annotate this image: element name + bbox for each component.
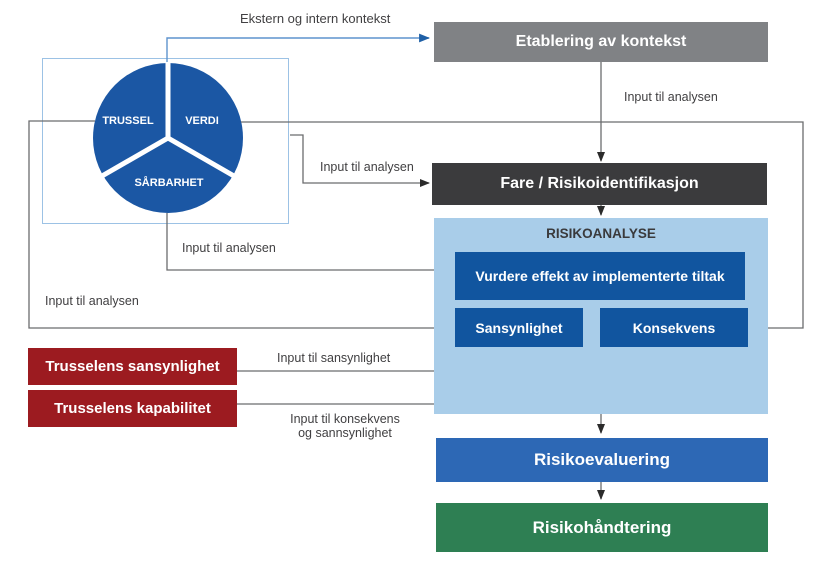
input-til-sansynlighet-label: Input til sansynlighet	[277, 351, 391, 365]
input-til-analysen-label-2: Input til analysen	[320, 160, 414, 174]
trusselens-kapabilitet-box: Trusselens kapabilitet	[28, 390, 237, 427]
trusselens-sansynlighet-box: Trusselens sansynlighet	[28, 348, 237, 385]
etablering-av-kontekst-box: Etablering av kontekst	[434, 22, 768, 62]
vurdere-effekt-box: Vurdere effekt av implementerte tiltak	[455, 252, 745, 300]
input-til-konsekvens-label: Input til konsekvens og sannsynlighet	[272, 412, 418, 441]
pie-frame	[42, 58, 289, 224]
risikoanalyse-title: RISIKOANALYSE	[546, 226, 656, 241]
input-til-konsekvens-line2: og sannsynlighet	[298, 426, 392, 441]
konsekvens-box: Konsekvens	[600, 308, 748, 347]
input-til-analysen-label-1: Input til analysen	[624, 90, 718, 104]
risikohandtering-box: Risikohåndtering	[436, 503, 768, 552]
risikoevaluering-box: Risikoevaluering	[436, 438, 768, 482]
input-til-analysen-label-4: Input til analysen	[45, 294, 139, 308]
input-til-konsekvens-line1: Input til konsekvens	[290, 412, 400, 426]
sansynlighet-box: Sansynlighet	[455, 308, 583, 347]
input-til-analysen-label-3: Input til analysen	[182, 241, 276, 255]
fare-risikoidentifikasjon-box: Fare / Risikoidentifikasjon	[432, 163, 767, 205]
context-flow-label: Ekstern og intern kontekst	[240, 11, 391, 26]
